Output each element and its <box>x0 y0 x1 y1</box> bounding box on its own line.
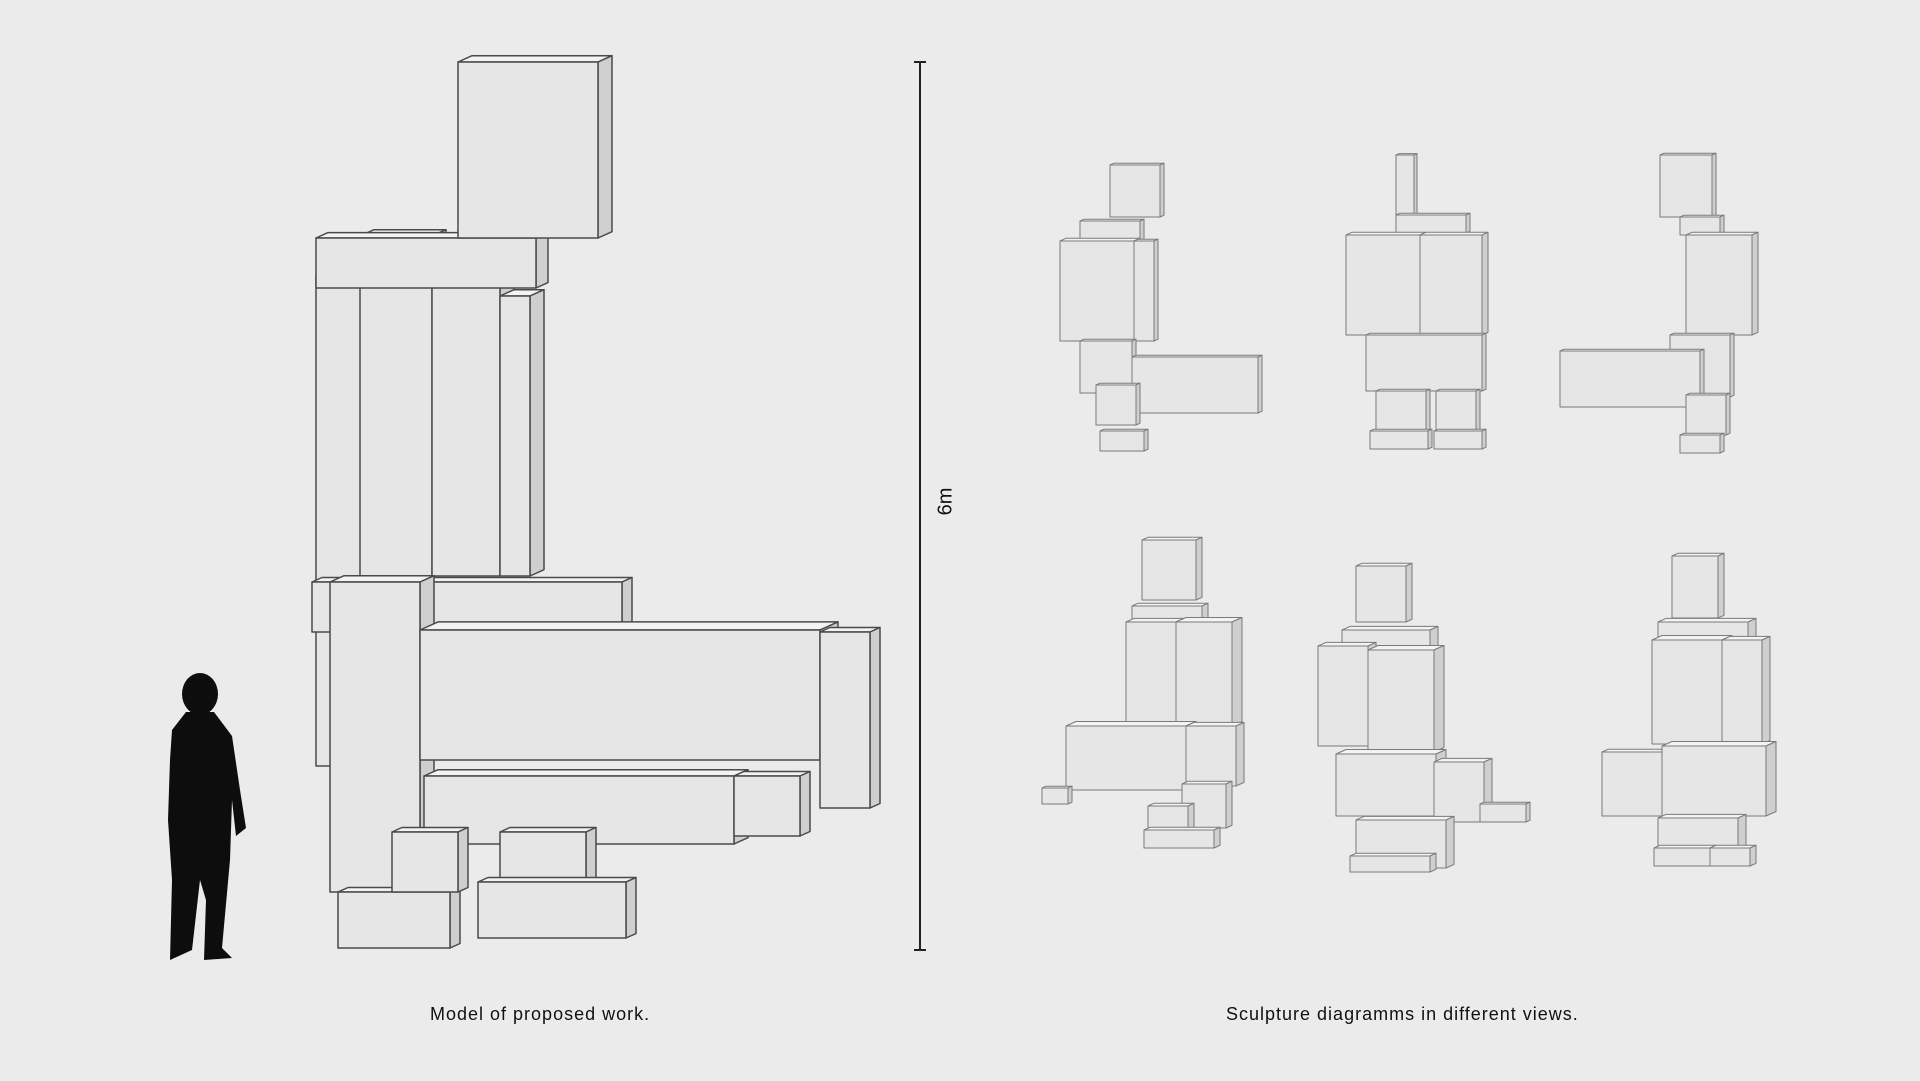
view-perspective-front-block <box>1367 645 1445 753</box>
thigh-end <box>733 770 811 837</box>
view-perspective-left-block <box>1065 721 1197 791</box>
view-perspective-right-block <box>1651 635 1733 745</box>
human-silhouette <box>168 673 246 960</box>
diagrams-caption: Sculpture diagramms in different views. <box>1226 1004 1579 1024</box>
view-perspective-right-block <box>1661 741 1777 817</box>
shin-right <box>499 826 597 885</box>
view-side-mirrored <box>1559 152 1759 454</box>
view-front-block <box>1395 212 1471 234</box>
view-perspective-front-block <box>1355 562 1413 623</box>
view-perspective-right-block <box>1709 844 1757 867</box>
view-side-block <box>1099 428 1149 452</box>
view-front-block <box>1433 428 1487 450</box>
view-perspective-left-block <box>1125 617 1185 727</box>
scale-bar <box>914 61 926 951</box>
shoulder-beam <box>315 231 549 289</box>
view-perspective-front-block <box>1479 801 1531 823</box>
view-side-block <box>1131 354 1263 414</box>
shin-left <box>391 826 469 893</box>
view-perspective-right-block <box>1671 552 1725 619</box>
view-side-mirrored-block <box>1559 348 1705 408</box>
view-perspective-front <box>1317 562 1531 873</box>
view-front-block <box>1375 388 1431 432</box>
view-front-block <box>1419 231 1489 336</box>
view-side-block <box>1133 238 1159 342</box>
view-perspective-left <box>1041 536 1245 849</box>
view-side-block <box>1109 162 1165 218</box>
scale-label: 6m <box>934 487 957 516</box>
view-perspective-right-block <box>1721 635 1771 745</box>
view-side-mirrored-block <box>1685 231 1759 336</box>
main-sculpture-model <box>311 54 881 949</box>
view-front-block <box>1365 332 1487 392</box>
view-perspective-right <box>1601 552 1777 867</box>
view-side-block <box>1095 382 1141 426</box>
view-perspective-left-block <box>1185 721 1245 787</box>
foot-left <box>337 886 461 949</box>
view-side-mirrored-block <box>1659 152 1717 218</box>
view-perspective-left-block <box>1041 785 1073 805</box>
torso-right <box>499 288 545 577</box>
view-perspective-front-block <box>1335 749 1447 817</box>
view-perspective-left-block <box>1175 617 1243 727</box>
view-front-block <box>1369 428 1433 450</box>
view-front-block <box>1435 388 1481 432</box>
view-perspective-left-block <box>1143 826 1221 849</box>
seat-end <box>819 626 881 809</box>
view-side-block <box>1059 237 1141 342</box>
view-perspective-front-block <box>1317 641 1377 747</box>
view-side-mirrored-block <box>1679 432 1725 454</box>
view-perspective-left-block <box>1141 536 1203 601</box>
view-side-block <box>1079 218 1145 242</box>
view-side-mirrored-block <box>1679 214 1725 236</box>
lap-block <box>419 621 839 761</box>
view-perspective-front-block <box>1349 852 1437 873</box>
view-front-block <box>1345 231 1427 336</box>
view-perspective-right-block <box>1601 748 1669 817</box>
model-caption: Model of proposed work. <box>430 1004 651 1024</box>
view-side <box>1059 162 1263 452</box>
view-perspective-right-block <box>1653 844 1717 867</box>
head-block <box>457 54 613 239</box>
view-front-block <box>1395 153 1418 216</box>
view-front <box>1345 153 1489 450</box>
foot-right <box>477 876 637 939</box>
view-side-mirrored-block <box>1685 392 1731 436</box>
